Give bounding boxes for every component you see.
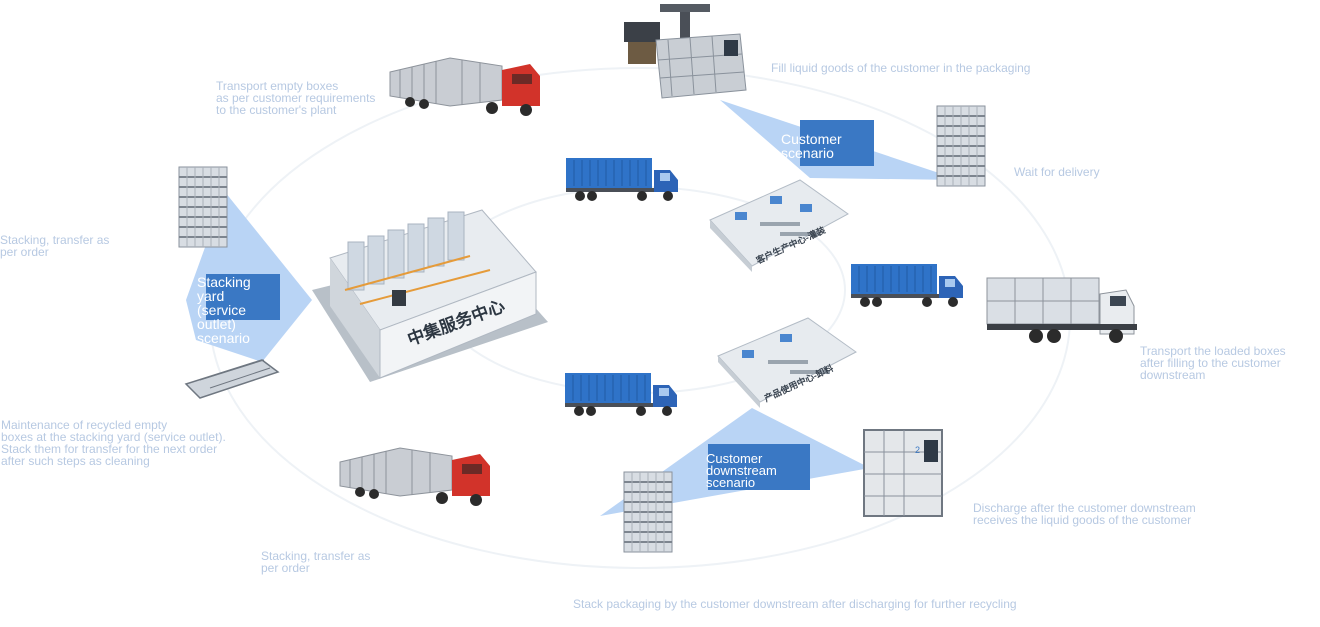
stacking-scenario-box: Stacking yard (service outlet) scenario [197,274,280,345]
cage-stack-bottom [623,471,673,553]
container-truck-bottom [564,372,678,417]
loaded-truck [986,277,1137,343]
downstream-scenario-label: Customer downstream scenario [706,451,777,490]
flat-cage [184,359,280,399]
ibc-tote [863,429,943,517]
red-truck-bottom [339,447,491,507]
caption-stacking-bottom: Stacking, transfer as per order [261,549,371,575]
caption-wait: Wait for delivery [1014,165,1100,179]
usage-center-building [717,317,857,408]
production-center-building [709,179,849,272]
container-truck-right [850,263,964,308]
service-center-building [312,209,548,382]
caption-recycle: Stack packaging by the customer downstre… [573,597,1017,611]
cage-stack-wait [936,105,986,187]
filling-station [624,4,747,99]
tote-number: 2 [915,445,920,455]
container-truck-top [565,157,679,202]
caption-fill: Fill liquid goods of the customer in the… [771,61,1031,75]
caption-transport-empty: Transport empty boxes as per customer re… [216,79,376,117]
red-truck-top [389,57,541,117]
customer-scenario-label: Customer scenario [781,131,842,161]
cage-stack-left [178,166,228,248]
caption-transport-loaded: Transport the loaded boxes after filling… [1140,344,1286,382]
caption-discharge: Discharge after the customer downstream … [973,501,1196,527]
customer-scenario-box: Customer scenario [781,120,874,166]
downstream-scenario-box: Customer downstream scenario [706,444,810,490]
stacking-scenario-label: Stacking yard (service outlet) scenario [197,274,251,346]
caption-stacking-left: Stacking, transfer as per order [0,233,110,259]
caption-maintenance: Maintenance of recycled empty boxes at t… [1,418,226,468]
